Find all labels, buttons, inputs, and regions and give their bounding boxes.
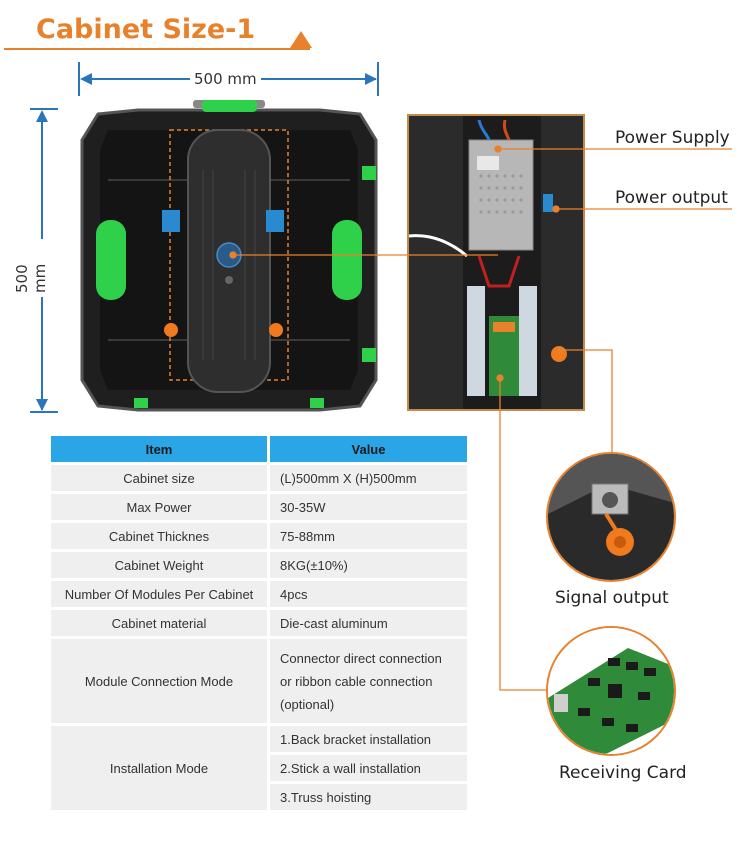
signal-output-label: Signal output (555, 588, 669, 608)
receiving-card-detail (548, 628, 674, 754)
header-item: Item (51, 436, 267, 462)
height-label: 500 mm (13, 239, 49, 297)
table-row: Cabinet size (L)500mm X (H)500mm (51, 465, 467, 491)
page-title: Cabinet Size-1 (36, 14, 256, 45)
row-item: Module Connection Mode (51, 639, 267, 723)
row-value: 8KG(±10%) (270, 552, 467, 578)
table-row: Number Of Modules Per Cabinet 4pcs (51, 581, 467, 607)
value-line: (optional) (280, 696, 335, 712)
power-box-image (407, 114, 585, 411)
spec-table: Item Value Cabinet size (L)500mm X (H)50… (48, 433, 470, 813)
row-value: 1.Back bracket installation (270, 726, 467, 752)
row-item: Max Power (51, 494, 267, 520)
header-value: Value (270, 436, 467, 462)
signal-connector-detail (548, 454, 674, 580)
cabinet-back-image (80, 100, 378, 412)
receiving-card-label: Receiving Card (559, 763, 687, 783)
row-item: Cabinet Thicknes (51, 523, 267, 549)
receiving-card-image (546, 626, 676, 756)
table-row: Cabinet Weight 8KG(±10%) (51, 552, 467, 578)
spec-table-header: Item Value (51, 436, 467, 462)
row-value: (L)500mm X (H)500mm (270, 465, 467, 491)
row-value: 2.Stick a wall installation (270, 755, 467, 781)
row-value: 30-35W (270, 494, 467, 520)
power-box-detail (409, 116, 583, 409)
title-underline (4, 48, 310, 50)
row-item: Number Of Modules Per Cabinet (51, 581, 267, 607)
width-dimension: 500 mm (78, 62, 380, 96)
row-item: Cabinet material (51, 610, 267, 636)
row-item: Cabinet Weight (51, 552, 267, 578)
table-row: 3.Truss hoisting (51, 784, 467, 810)
width-label: 500 mm (190, 70, 261, 88)
row-value: Die-cast aluminum (270, 610, 467, 636)
power-output-label: Power output (615, 188, 728, 208)
signal-output-image (546, 452, 676, 582)
height-dimension: 500 mm (13, 108, 60, 414)
row-value: Connector direct connection or ribbon ca… (270, 639, 467, 723)
table-row: Cabinet material Die-cast aluminum (51, 610, 467, 636)
table-row: Installation Mode 1.Back bracket install… (51, 726, 467, 810)
row-item: Installation Mode (51, 726, 267, 810)
value-line: or ribbon cable connection (280, 673, 433, 689)
title-triangle-icon (290, 31, 312, 48)
row-value: 4pcs (270, 581, 467, 607)
value-line: Connector direct connection (280, 650, 442, 666)
table-row: Module Connection Mode Connector direct … (51, 639, 467, 723)
table-row: Cabinet Thicknes 75-88mm (51, 523, 467, 549)
row-value: 3.Truss hoisting (270, 784, 467, 810)
row-item: Cabinet size (51, 465, 267, 491)
power-supply-label: Power Supply (615, 128, 730, 148)
table-row: 2.Stick a wall installation (51, 755, 467, 781)
table-row: Max Power 30-35W (51, 494, 467, 520)
row-value: 75-88mm (270, 523, 467, 549)
